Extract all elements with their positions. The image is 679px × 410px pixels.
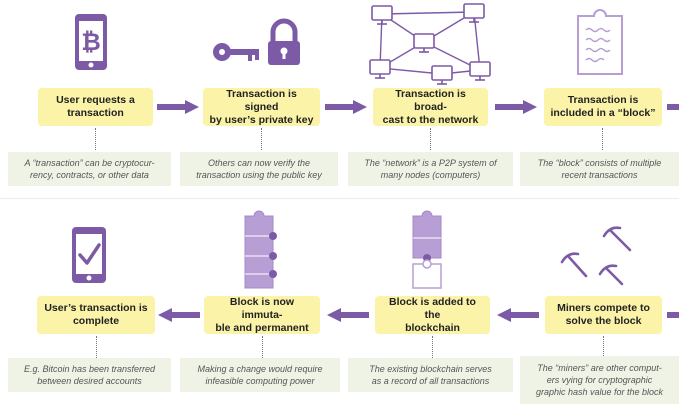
note-broadcast-text: The “network” is a P2P system of many no… [364,158,497,180]
phone-bitcoin-icon: ₿ [75,14,107,70]
row-divider [0,198,679,199]
pickaxes-icon [560,226,632,286]
note-complete: E.g. Bitcoin has been transferred betwee… [8,358,171,392]
connector-bottom-4 [603,336,604,358]
arrow-right-3 [495,100,537,114]
arrow-left-edge [667,312,679,318]
connector-bottom-2 [262,336,263,358]
note-block-text: The “block” consists of multiple recent … [537,158,662,180]
note-block: The “block” consists of multiple recent … [520,152,679,186]
step-block-title: Transaction is included in a “block” [550,94,656,119]
block-puzzle-icon [577,9,623,75]
note-broadcast: The “network” is a P2P system of many no… [348,152,513,186]
step-signed-box: Transaction is signed by user’s private … [203,88,320,126]
note-immutable-text: Making a change would require infeasible… [197,364,323,386]
step-complete-box: User’s transaction is complete [37,296,155,334]
step-block-box: Transaction is included in a “block” [544,88,662,126]
block-added-icon [412,210,442,289]
note-signed: Others can now verify the transaction us… [180,152,338,186]
arrow-left-2 [327,308,369,322]
connector-bottom-3 [432,336,433,358]
phone-checkmark-icon [72,227,106,283]
connector-bottom-1 [96,336,97,358]
note-added: The existing blockchain serves as a reco… [348,358,513,392]
step-complete-title: User’s transaction is complete [44,302,148,327]
step-added-box: Block is added to the blockchain [375,296,490,334]
note-complete-text: E.g. Bitcoin has been transferred betwee… [23,364,156,386]
connector-top-4 [602,128,603,150]
step-miners-title: Miners compete to solve the block [557,302,650,327]
key-lock-icon [213,18,300,65]
svg-text:₿: ₿ [81,28,101,56]
arrow-right-1 [157,100,199,114]
note-immutable: Making a change would require infeasible… [180,358,340,392]
arrow-right-edge [667,104,679,110]
step-immutable-box: Block is now immuta- ble and permanent [204,296,320,334]
note-signed-text: Others can now verify the transaction us… [196,158,322,180]
p2p-network-icon [369,3,491,85]
note-added-text: The existing blockchain serves as a reco… [369,364,492,386]
step-miners-box: Miners compete to solve the block [545,296,662,334]
note-request: A “transaction” can be cryptocur- rency,… [8,152,171,186]
note-miners: The “miners” are other comput- ers vying… [520,356,679,404]
connector-top-3 [430,128,431,150]
step-added-title: Block is added to the blockchain [389,295,476,334]
step-request-box: User requests a transaction [38,88,153,126]
arrow-right-2 [325,100,367,114]
step-request-title: User requests a transaction [56,94,135,119]
step-broadcast-box: Transaction is broad- cast to the networ… [373,88,488,126]
connector-top-2 [261,128,262,150]
connector-top-1 [95,128,96,150]
step-signed-title: Transaction is signed by user’s private … [209,87,314,126]
note-request-text: A “transaction” can be cryptocur- rency,… [24,158,155,180]
arrow-left-3 [497,308,539,322]
arrow-left-1 [158,308,200,322]
blockchain-stack-icon [244,210,277,289]
step-broadcast-title: Transaction is broad- cast to the networ… [382,87,479,126]
note-miners-text: The “miners” are other comput- ers vying… [535,363,664,397]
step-immutable-title: Block is now immuta- ble and permanent [215,295,309,334]
